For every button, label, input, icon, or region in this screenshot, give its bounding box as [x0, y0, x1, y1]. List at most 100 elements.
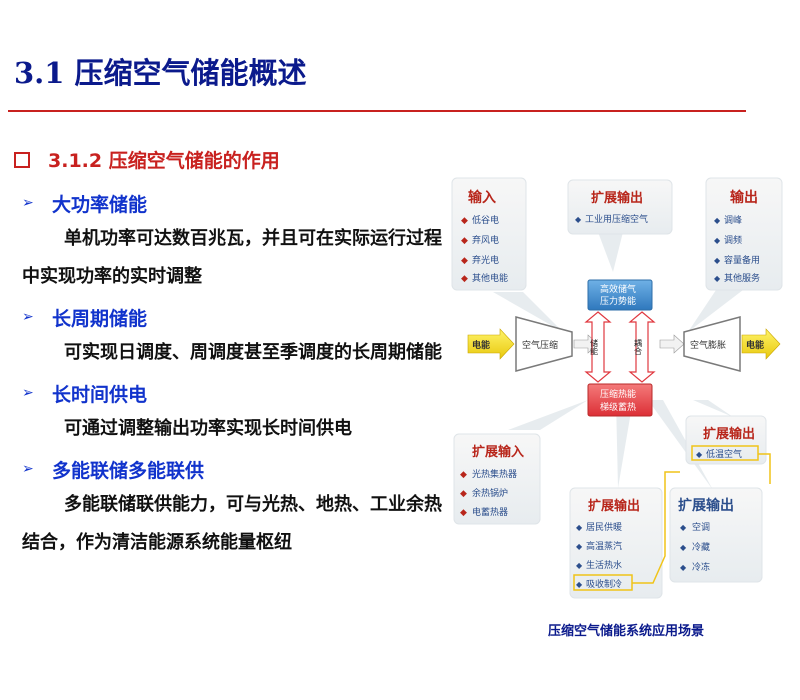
- ext-output-top-title: 扩展输出: [591, 190, 643, 206]
- ext-input-box: 扩展输入 ◆ 光热集热器 ◆ 余热锅炉 ◆ 电蓄热器: [453, 433, 541, 525]
- title-divider: [8, 110, 746, 112]
- ext-output-bottom-left-box: 扩展输出 ◆ 居民供暖 ◆ 高温蒸汽 ◆ 生活热水 ◆ 吸收制冷: [569, 487, 663, 599]
- list-item: 高温蒸汽: [586, 540, 622, 552]
- diamond-icon: ◆: [680, 523, 687, 532]
- link-line: [758, 453, 771, 484]
- list-item: 生活热水: [586, 559, 622, 571]
- arrow-bullet-icon: ➢: [22, 309, 34, 325]
- list-item: 弃风电: [472, 234, 499, 246]
- list-item: 居民供暖: [586, 521, 622, 533]
- coupling-link-arrow: 耦合: [628, 311, 656, 383]
- storage-bottom-line2: 梯级蓄热: [600, 401, 636, 413]
- output-box: 输出 ◆ 调峰 ◆ 调频 ◆ 容量备用 ◆ 其他服务: [705, 177, 783, 291]
- ext-output-bottom-right-box: 扩展输出 ◆ 空调 ◆ 冷藏 ◆ 冷冻: [669, 487, 763, 583]
- compressor-label: 空气压缩: [522, 339, 558, 351]
- input-box: 输入 ◆ 低谷电 ◆ 弃风电 ◆ 弃光电 ◆ 其他电能: [451, 177, 527, 291]
- arrow-bullet-icon: ➢: [22, 461, 34, 477]
- storage-bottom-line1: 压缩热能: [600, 388, 636, 400]
- diagram-caption: 压缩空气储能系统应用场景: [548, 624, 705, 639]
- arrow-bullet-icon: ➢: [22, 195, 34, 211]
- bullet-item: ➢ 长时间供电 可通过调整输出功率实现长时间供电: [22, 376, 442, 448]
- list-item: 容量备用: [724, 254, 760, 266]
- input-box-title: 输入: [468, 189, 496, 206]
- expander-shape: 空气膨胀: [683, 316, 741, 372]
- output-box-title: 输出: [730, 189, 758, 206]
- square-bullet-icon: [14, 151, 30, 168]
- storage-top-box: 高效储气 压力势能: [587, 279, 653, 311]
- list-item: 其他电能: [472, 272, 508, 284]
- list-item: 工业用压缩空气: [585, 213, 648, 225]
- storage-top-line1: 高效储气: [600, 283, 636, 295]
- bullet-body: 可实现日调度、周调度甚至季调度的长周期储能: [64, 342, 442, 363]
- list-item: 调峰: [724, 215, 742, 226]
- diamond-icon: ◆: [460, 489, 467, 499]
- diamond-icon: ◆: [714, 256, 721, 265]
- bullet-body: 单机功率可达数百兆瓦，并且可在实际运行过程中实现功率的实时调整: [22, 228, 442, 287]
- caes-application-diagram: 输入 ◆ 低谷电 ◆ 弃风电 ◆ 弃光电 ◆ 其他电能 扩展输出 ◆ 工业用压缩…: [451, 177, 783, 599]
- link-right-label: 耦合: [634, 339, 643, 356]
- bullet-body: 可通过调整输出功率实现长时间供电: [64, 418, 352, 439]
- connector: [688, 290, 743, 332]
- diamond-icon: ◆: [461, 274, 468, 284]
- list-item: 低温空气: [706, 448, 742, 460]
- list-item: 调频: [724, 234, 742, 246]
- list-item: 弃光电: [472, 254, 499, 266]
- connector: [648, 400, 713, 490]
- bullet-title: 多能联储多能联供: [52, 459, 205, 482]
- connector: [693, 400, 733, 417]
- diamond-icon: ◆: [576, 561, 583, 570]
- left-power-label: 电能: [472, 339, 490, 351]
- diamond-icon: ◆: [576, 580, 583, 589]
- ext-output-bl-title: 扩展输出: [588, 498, 640, 514]
- right-power-arrow: 电能: [741, 328, 781, 360]
- left-power-arrow: 电能: [467, 328, 515, 360]
- ext-output-right-box: 扩展输出 ◆ 低温空气: [685, 415, 767, 465]
- bullet-body: 多能联储联供能力，可与光热、地热、工业余热结合，作为清洁能源系统能量枢纽: [22, 494, 442, 553]
- diamond-icon: ◆: [576, 542, 583, 551]
- list-item: 空调: [692, 521, 710, 533]
- arrow-right-icon: [659, 334, 685, 354]
- page-title: 3.1 压缩空气储能概述: [14, 56, 307, 90]
- section-heading: 3.1.2 压缩空气储能的作用: [14, 146, 280, 173]
- link-line: [632, 471, 680, 584]
- diamond-icon: ◆: [680, 563, 687, 572]
- list-item: 冷藏: [692, 541, 710, 553]
- ext-output-top-box: 扩展输出 ◆ 工业用压缩空气: [567, 179, 673, 235]
- storage-bottom-box: 压缩热能 梯级蓄热: [587, 383, 653, 417]
- section-title: 3.1.2 压缩空气储能的作用: [48, 150, 280, 172]
- ext-output-br-title: 扩展输出: [678, 497, 734, 514]
- list-item: 光热集热器: [472, 468, 517, 480]
- link-left-label: 储能: [590, 338, 599, 356]
- bullet-item: ➢ 长周期储能 可实现日调度、周调度甚至季调度的长周期储能: [22, 300, 442, 372]
- bullet-title: 长时间供电: [52, 383, 148, 406]
- right-power-label: 电能: [746, 339, 764, 351]
- list-item: 冷冻: [692, 561, 710, 573]
- arrow-bullet-icon: ➢: [22, 385, 34, 401]
- connector: [493, 292, 563, 332]
- storage-top-line2: 压力势能: [600, 295, 636, 307]
- bullet-title: 大功率储能: [52, 193, 148, 216]
- diamond-icon: ◆: [714, 236, 721, 245]
- diamond-icon: ◆: [575, 215, 582, 224]
- list-item: 低谷电: [472, 214, 499, 226]
- bullet-item: ➢ 多能联储多能联供 多能联储联供能力，可与光热、地热、工业余热结合，作为清洁能…: [22, 452, 442, 562]
- list-item: 其他服务: [724, 272, 760, 284]
- diamond-icon: ◆: [461, 256, 468, 266]
- compressor-shape: 空气压缩: [515, 316, 573, 372]
- expander-label: 空气膨胀: [690, 339, 726, 351]
- list-item: 电蓄热器: [472, 506, 508, 518]
- connector: [616, 400, 633, 488]
- diamond-icon: ◆: [460, 508, 467, 518]
- bullet-title: 长周期储能: [52, 307, 148, 330]
- list-item: 吸收制冷: [586, 578, 622, 590]
- connector: [598, 232, 623, 272]
- diamond-icon: ◆: [714, 274, 721, 283]
- bullet-list: ➢ 大功率储能 单机功率可达数百兆瓦，并且可在实际运行过程中实现功率的实时调整 …: [22, 186, 442, 566]
- ext-input-title: 扩展输入: [472, 444, 524, 460]
- diamond-icon: ◆: [576, 523, 583, 532]
- storage-link-arrow: 储能: [584, 311, 612, 383]
- diamond-icon: ◆: [461, 236, 468, 246]
- diamond-icon: ◆: [714, 216, 721, 225]
- diamond-icon: ◆: [461, 216, 468, 226]
- diamond-icon: ◆: [460, 470, 467, 480]
